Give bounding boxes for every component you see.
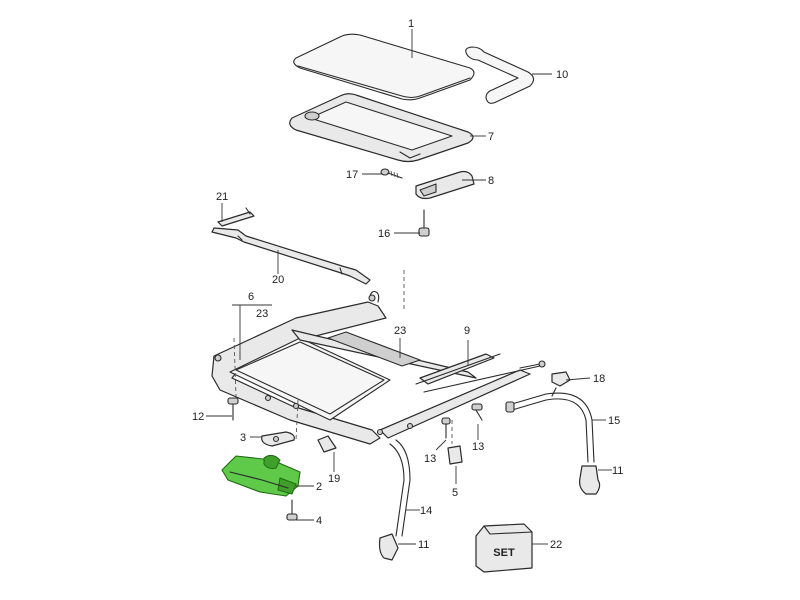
callout-8: 8: [488, 175, 494, 187]
callout-20: 20: [272, 274, 284, 286]
callout-3: 3: [240, 432, 246, 444]
part-11-elbow-right: [579, 465, 601, 495]
callout-22: 22: [550, 539, 562, 551]
part-16-bolt: [418, 209, 430, 237]
callout-23-a: 23: [256, 308, 268, 320]
part-2-motor-highlighted[interactable]: [221, 454, 301, 497]
part-19-clip: [317, 435, 337, 453]
callout-11-left: 11: [418, 539, 429, 551]
callout-18: 18: [593, 373, 605, 385]
part-5-nut: [447, 445, 463, 465]
callout-11-right: 11: [612, 465, 623, 477]
part-13-bolt-left: [441, 417, 451, 439]
callout-10: 10: [556, 69, 568, 81]
part-4-bolt: [286, 499, 298, 521]
callout-6: 6: [248, 291, 254, 303]
callout-19: 19: [328, 473, 340, 485]
set-box-label: SET: [493, 547, 515, 559]
part-17-screw: [380, 168, 403, 179]
callout-14: 14: [420, 505, 432, 517]
part-22-set-box: SET: [475, 523, 533, 573]
part-14-drain-hose: [389, 439, 411, 537]
callout-23-b: 23: [394, 325, 406, 337]
callout-17: 17: [346, 169, 358, 181]
part-15-drain-hose: [505, 392, 595, 463]
part-8-bracket: [415, 170, 475, 200]
callout-7: 7: [488, 131, 494, 143]
part-7-frame: [289, 93, 474, 163]
part-21-clip: [217, 207, 255, 227]
callout-16: 16: [378, 228, 390, 240]
callout-13-a: 13: [424, 453, 436, 465]
callout-15: 15: [608, 415, 620, 427]
part-12-bolt: [227, 397, 239, 421]
callout-9: 9: [464, 325, 470, 337]
main-frame-assembly: [211, 270, 546, 445]
callout-numbers: 1 10 7 17 8 16 21 20 6 23 23 9 18 12 3 1…: [192, 18, 623, 551]
callout-5: 5: [452, 487, 458, 499]
part-18-clip: [551, 371, 571, 397]
part-20-rail: [211, 227, 371, 285]
callout-4: 4: [316, 515, 322, 527]
callout-12: 12: [192, 411, 204, 423]
part-1-glass-panel: [293, 33, 475, 101]
callout-2: 2: [316, 481, 322, 493]
part-10-seal: [465, 46, 535, 104]
part-13-bolt-right: [471, 403, 483, 421]
callout-21: 21: [216, 191, 228, 203]
part-11-elbow-left: [378, 533, 399, 561]
callout-1: 1: [408, 18, 414, 30]
part-3-plate: [261, 431, 295, 447]
leader-lines: [206, 29, 612, 545]
callout-13-b: 13: [472, 441, 484, 453]
